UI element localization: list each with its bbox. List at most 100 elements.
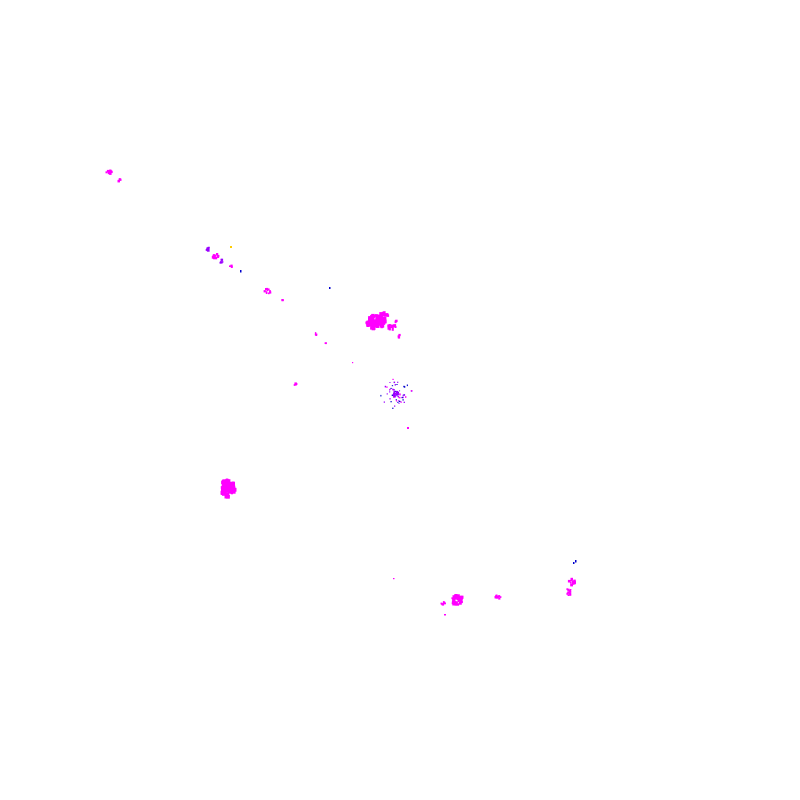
scatter-speck-149: [366, 323, 370, 327]
scatter-speck-191: [388, 328, 391, 331]
scatter-speck-229: [399, 393, 401, 395]
scatter-speck-383: [570, 583, 573, 587]
scatter-speck-374: [575, 560, 577, 563]
scatter-speck-222: [394, 405, 396, 407]
scatter-speck-159: [365, 321, 370, 325]
scatter-speck-337: [225, 495, 228, 498]
scatter-speck-150: [382, 316, 387, 321]
scatter-speck-262: [389, 398, 391, 400]
scatter-speck-121: [375, 320, 380, 325]
scatter-speck-368: [222, 488, 226, 492]
scatter-speck-278: [393, 395, 396, 397]
scatter-speck-7: [105, 171, 108, 174]
scatter-speck-179: [384, 314, 387, 317]
scatter-speck-127: [372, 327, 376, 330]
scatter-speck-270: [403, 394, 406, 396]
scatter-speck-448: [455, 596, 459, 599]
scatter-speck-330: [229, 490, 233, 494]
scatter-speck-34: [221, 261, 224, 263]
scatter-speck-27: [216, 255, 219, 258]
scatter-speck-218: [393, 381, 396, 384]
scatter-speck-350: [226, 479, 231, 483]
scatter-speck-214: [399, 390, 401, 392]
scatter-speck-68: [295, 383, 297, 386]
scatter-speck-353: [224, 482, 229, 486]
scatter-speck-380: [569, 581, 572, 584]
scatter-speck-141: [370, 316, 374, 320]
scatter-speck-391: [566, 592, 569, 595]
scatter-speck-369: [229, 486, 233, 490]
scatter-speck-144: [375, 314, 378, 317]
scatter-speck-50: [269, 291, 272, 294]
scatter-speck-458: [442, 601, 445, 603]
scatter-speck-351: [223, 486, 227, 490]
scatter-speck-63: [325, 342, 327, 344]
scatter-speck-49: [265, 291, 268, 293]
scatter-speck-192: [390, 324, 393, 327]
scatter-speck-42: [240, 270, 242, 273]
scatter-speck-204: [390, 401, 392, 403]
scatter-speck-388: [567, 594, 570, 596]
scatter-speck-379: [567, 579, 571, 583]
scatter-speck-263: [410, 390, 413, 392]
scatter-speck-277: [397, 392, 399, 394]
scatter-speck-404: [499, 596, 502, 598]
scatter-speck-392: [569, 592, 572, 595]
scatter-speck-367: [224, 480, 228, 484]
scatter-speck-180: [383, 312, 386, 315]
scatter-speck-29: [212, 254, 215, 257]
scatter-speck-283: [407, 427, 409, 429]
scatter-speck-238: [397, 395, 399, 398]
scatter-speck-20: [214, 256, 218, 260]
scatter-speck-210: [405, 396, 407, 398]
scatter-speck-439: [454, 602, 457, 606]
scatter-speck-402: [498, 597, 501, 600]
scatter-speck-269: [397, 393, 400, 395]
scatter-speck-398: [569, 589, 572, 591]
scatter-speck-327: [226, 494, 230, 499]
scatter-speck-11: [117, 180, 120, 183]
scatter-speck-47: [267, 292, 270, 295]
scatter-speck-31: [216, 253, 219, 256]
scatter-speck-133: [374, 319, 378, 323]
scatter-speck-385: [570, 579, 573, 582]
scatter-speck-460: [444, 602, 446, 605]
scatter-speck-384: [570, 577, 573, 581]
scatter-speck-190: [391, 327, 394, 329]
scatter-speck-237: [386, 393, 388, 395]
scatter-speck-370: [225, 489, 228, 492]
scatter-speck-55: [281, 299, 284, 301]
scatter-speck-279: [393, 392, 396, 395]
scatter-speck-354: [228, 489, 232, 493]
scatter-speck-345: [226, 492, 230, 496]
scatter-speck-200: [394, 321, 397, 324]
scatter-speck-282: [395, 394, 397, 397]
scatter-speck-230: [400, 401, 402, 403]
scatter-speck-13: [206, 249, 210, 252]
scatter-speck-451: [456, 603, 460, 606]
scatter-speck-28: [217, 254, 220, 257]
scatter-speck-393: [566, 588, 569, 591]
scatter-speck-64: [352, 362, 354, 364]
scatter-speck-440: [459, 601, 462, 605]
scatter-speck-45: [263, 290, 266, 293]
scatter-speck-147: [367, 320, 372, 325]
scatter-speck-450: [453, 601, 457, 604]
scatter-speck-52: [267, 288, 270, 291]
scatter-speck-268: [391, 394, 393, 396]
scatter-speck-242: [399, 396, 401, 399]
scatter-speck-5: [107, 171, 111, 175]
scatter-speck-274: [393, 391, 396, 393]
scatter-speck-265: [395, 393, 397, 395]
scatter-speck-375: [573, 562, 575, 564]
scatter-speck-372: [221, 487, 224, 490]
scatter-speck-454: [440, 602, 443, 605]
scatter-speck-444: [451, 602, 454, 605]
scatter-speck-407: [494, 596, 497, 599]
scatter-speck-202: [402, 399, 404, 401]
scatter-speck-235: [398, 403, 400, 404]
scatter-speck-446: [460, 600, 463, 603]
scatter-speck-219: [403, 385, 405, 388]
